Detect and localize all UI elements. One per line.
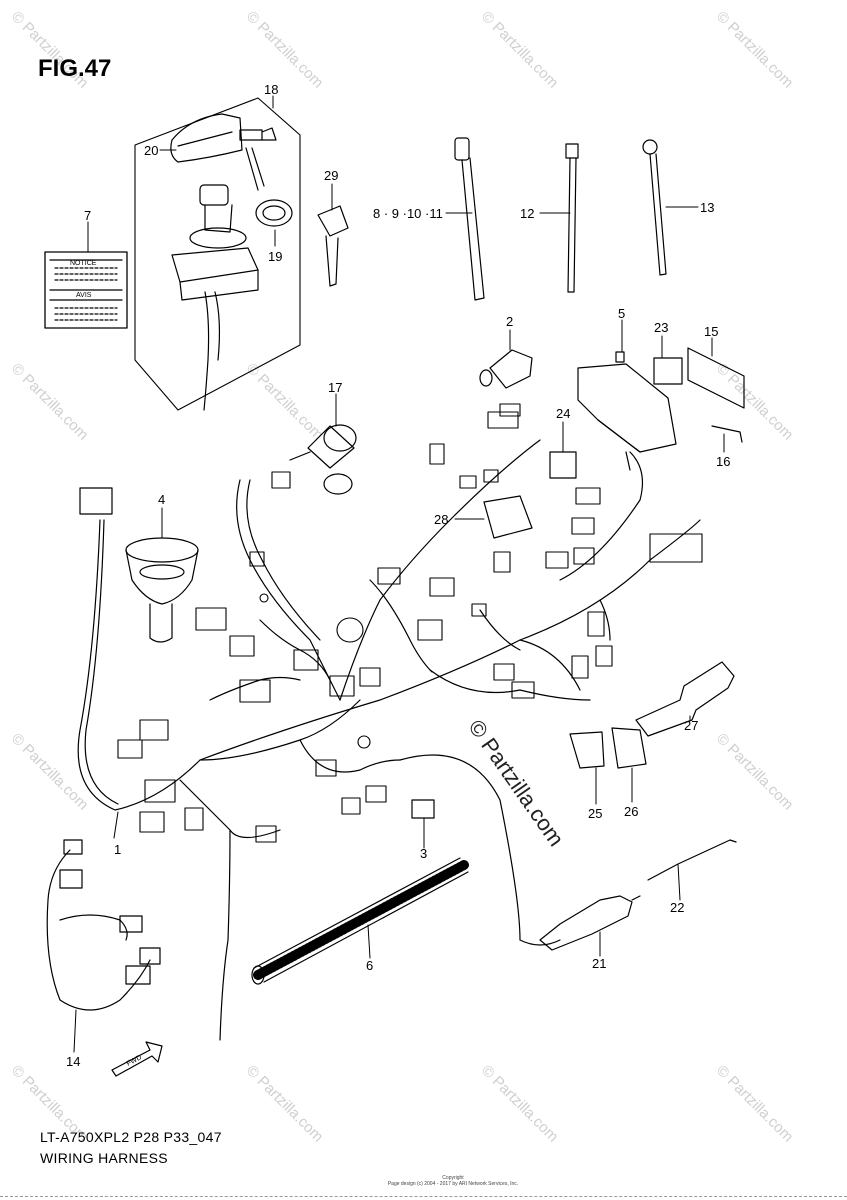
label-card-avis: AVIS [76, 292, 92, 299]
callout-1: 1 [114, 842, 121, 857]
wire-22 [647, 839, 737, 881]
callout-23: 23 [654, 320, 668, 335]
accessory-socket [289, 424, 357, 495]
callout-26: 26 [624, 804, 638, 819]
label-card-notice: NOTICE [70, 260, 97, 267]
callout-28: 28 [434, 512, 448, 527]
figure-title: FIG.47 [38, 55, 112, 82]
corrugated-tube [251, 857, 469, 985]
callout-18: 18 [264, 82, 278, 97]
coupler-part-2 [479, 349, 533, 389]
copyright-line-2: Page design (c) 2004 - 2017 by ARI Netwo… [387, 1181, 519, 1187]
callout-14: 14 [66, 1054, 80, 1069]
callout-17: 17 [328, 380, 342, 395]
relay-28 [483, 495, 533, 539]
callout-7: 7 [84, 208, 91, 223]
callout-24: 24 [556, 406, 570, 421]
callout-2: 2 [506, 314, 513, 329]
callout-21: 21 [592, 956, 606, 971]
callout-labels: 1 2 3 4 5 6 7 8 · 9 ·10 ·11 12 13 14 15 … [66, 82, 730, 1069]
coupler-part-3 [411, 799, 435, 819]
callout-15: 15 [704, 324, 718, 339]
relay-24 [549, 451, 577, 479]
callout-4: 4 [158, 492, 165, 507]
callout-8-9-10-11: 8 · 9 ·10 ·11 [373, 206, 443, 221]
oxygen-sensor [539, 895, 641, 951]
callout-16: 16 [716, 454, 730, 469]
diagram-caption: WIRING HARNESS [40, 1150, 168, 1166]
callout-20: 20 [144, 143, 158, 158]
ignition-switch-group [134, 97, 301, 411]
fwd-arrow [111, 1041, 163, 1077]
notice-label-card [44, 251, 128, 329]
bracket-27 [635, 661, 735, 737]
callout-3: 3 [420, 846, 427, 861]
connector-4-plug [79, 487, 113, 515]
connectors-25-26 [569, 727, 647, 769]
main-wiring-harness [77, 439, 701, 1041]
callout-5: 5 [618, 306, 625, 321]
callout-22: 22 [670, 900, 684, 915]
callout-27: 27 [684, 718, 698, 733]
sub-harness-14 [46, 839, 161, 1011]
cable-ties [454, 137, 667, 301]
callout-25: 25 [588, 806, 602, 821]
key-blank [317, 205, 349, 287]
fuse-relay-group [577, 347, 745, 471]
harness-connectors [117, 403, 703, 843]
copyright-notice: Copyright Page design (c) 2004 - 2017 by… [368, 1175, 538, 1187]
callout-29: 29 [324, 168, 338, 183]
callout-6: 6 [366, 958, 373, 973]
callout-12: 12 [520, 206, 534, 221]
model-code: LT-A750XPL2 P28 P33_047 [40, 1129, 222, 1145]
callout-13: 13 [700, 200, 714, 215]
leader-lines [73, 95, 725, 1053]
copyright-line-1: Copyright [442, 1175, 464, 1181]
bottom-divider [0, 1196, 847, 1197]
callout-19: 19 [268, 249, 282, 264]
grommet [125, 537, 199, 643]
